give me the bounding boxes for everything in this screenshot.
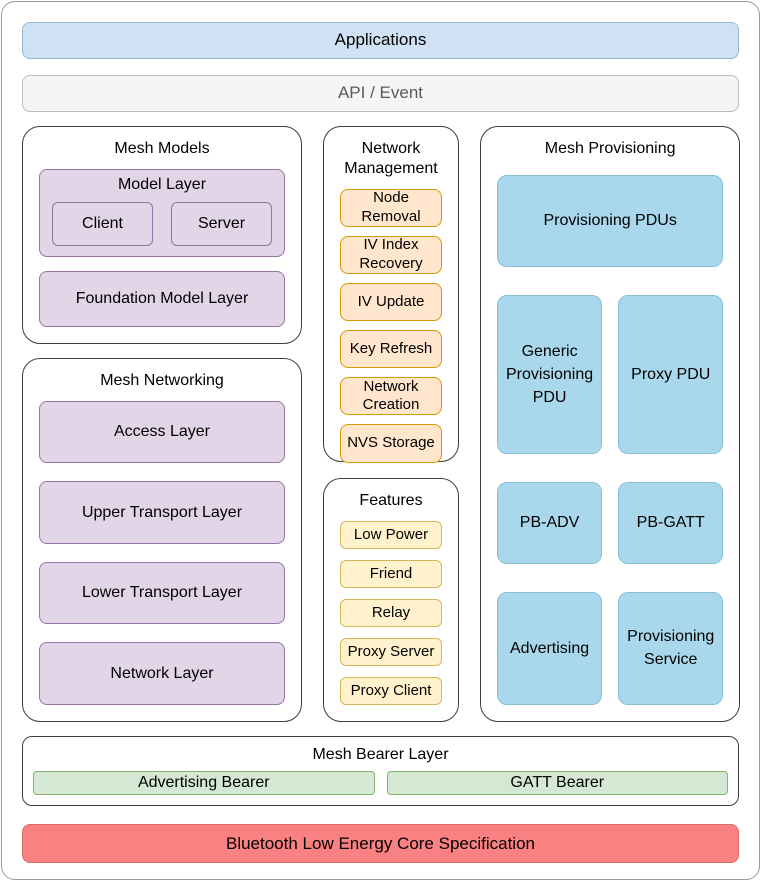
friend-box: Friend — [340, 559, 442, 588]
proxy-server-box: Proxy Server — [340, 637, 442, 666]
network-management-list: Node Removal IV Index Recovery IV Update… — [340, 188, 442, 463]
iv-index-recovery-box: IV Index Recovery — [340, 235, 442, 275]
key-refresh-box: Key Refresh — [340, 330, 442, 369]
lower-transport-layer-box: Lower Transport Layer — [39, 561, 285, 625]
iv-update-box: IV Update — [340, 283, 442, 322]
server-box: Server — [171, 201, 272, 246]
advertising-bearer-box: Advertising Bearer — [33, 770, 375, 796]
access-layer-box: Access Layer — [39, 400, 285, 464]
mesh-networking-card: Mesh Networking Access Layer Upper Trans… — [22, 357, 302, 722]
right-column: Mesh Provisioning Provisioning PDUs Gene… — [480, 125, 741, 722]
applications-label: Applications — [334, 30, 427, 50]
mesh-provisioning-title: Mesh Provisioning — [544, 139, 676, 157]
client-server-row: Client Server — [52, 201, 272, 246]
middle-column: Network Management Node Removal IV Index… — [323, 125, 459, 722]
provisioning-grid: Provisioning PDUs Generic Provisioning P… — [497, 169, 724, 705]
gatt-bearer-box: GATT Bearer — [386, 770, 728, 796]
model-layer-box: Model Layer Client Server — [39, 168, 285, 257]
nvs-storage-box: NVS Storage — [340, 424, 442, 463]
ble-core-spec-bar: Bluetooth Low Energy Core Specification — [22, 824, 739, 864]
model-layer-title: Model Layer — [117, 175, 207, 193]
applications-bar: Applications — [22, 22, 739, 59]
proxy-client-box: Proxy Client — [340, 676, 442, 705]
upper-transport-layer-box: Upper Transport Layer — [39, 481, 285, 544]
network-layer-box: Network Layer — [39, 642, 285, 705]
mesh-provisioning-card: Mesh Provisioning Provisioning PDUs Gene… — [480, 125, 741, 722]
mesh-models-title: Mesh Models — [114, 139, 210, 157]
mesh-bearer-card: Mesh Bearer Layer Advertising Bearer GAT… — [22, 735, 739, 807]
left-column: Mesh Models Model Layer Client Server Fo… — [22, 125, 302, 722]
ble-core-spec-label: Bluetooth Low Energy Core Specification — [225, 833, 535, 853]
client-box: Client — [52, 201, 153, 246]
foundation-model-layer-box: Foundation Model Layer — [39, 270, 285, 327]
features-list: Low Power Friend Relay Proxy Server Prox… — [340, 520, 442, 705]
api-event-bar: API / Event — [22, 74, 739, 112]
mesh-networking-title: Mesh Networking — [100, 371, 224, 389]
features-card: Features Low Power Friend Relay Proxy Se… — [323, 477, 459, 722]
mesh-models-card: Mesh Models Model Layer Client Server Fo… — [22, 125, 302, 344]
features-title: Features — [359, 491, 423, 509]
relay-box: Relay — [340, 598, 442, 627]
generic-provisioning-pdu-box: Generic Provisioning PDU — [497, 294, 603, 454]
bearer-row: Advertising Bearer GATT Bearer — [33, 770, 728, 796]
provisioning-pdus-box: Provisioning PDUs — [497, 174, 724, 267]
pb-adv-box: PB-ADV — [497, 481, 603, 564]
node-removal-box: Node Removal — [340, 188, 442, 227]
provisioning-service-box: Provisioning Service — [618, 591, 724, 705]
mesh-bearer-title: Mesh Bearer Layer — [312, 745, 449, 763]
networking-layers: Access Layer Upper Transport Layer Lower… — [39, 400, 285, 705]
pb-gatt-box: PB-GATT — [618, 481, 724, 564]
low-power-box: Low Power — [340, 520, 442, 549]
network-creation-box: Network Creation — [340, 377, 442, 416]
diagram-columns: Mesh Models Model Layer Client Server Fo… — [22, 125, 741, 722]
network-management-card: Network Management Node Removal IV Index… — [323, 125, 459, 463]
network-management-title: Network Management — [344, 139, 438, 177]
proxy-pdu-box: Proxy PDU — [618, 294, 724, 454]
api-event-label: API / Event — [337, 83, 424, 103]
advertising-box: Advertising — [497, 591, 603, 705]
